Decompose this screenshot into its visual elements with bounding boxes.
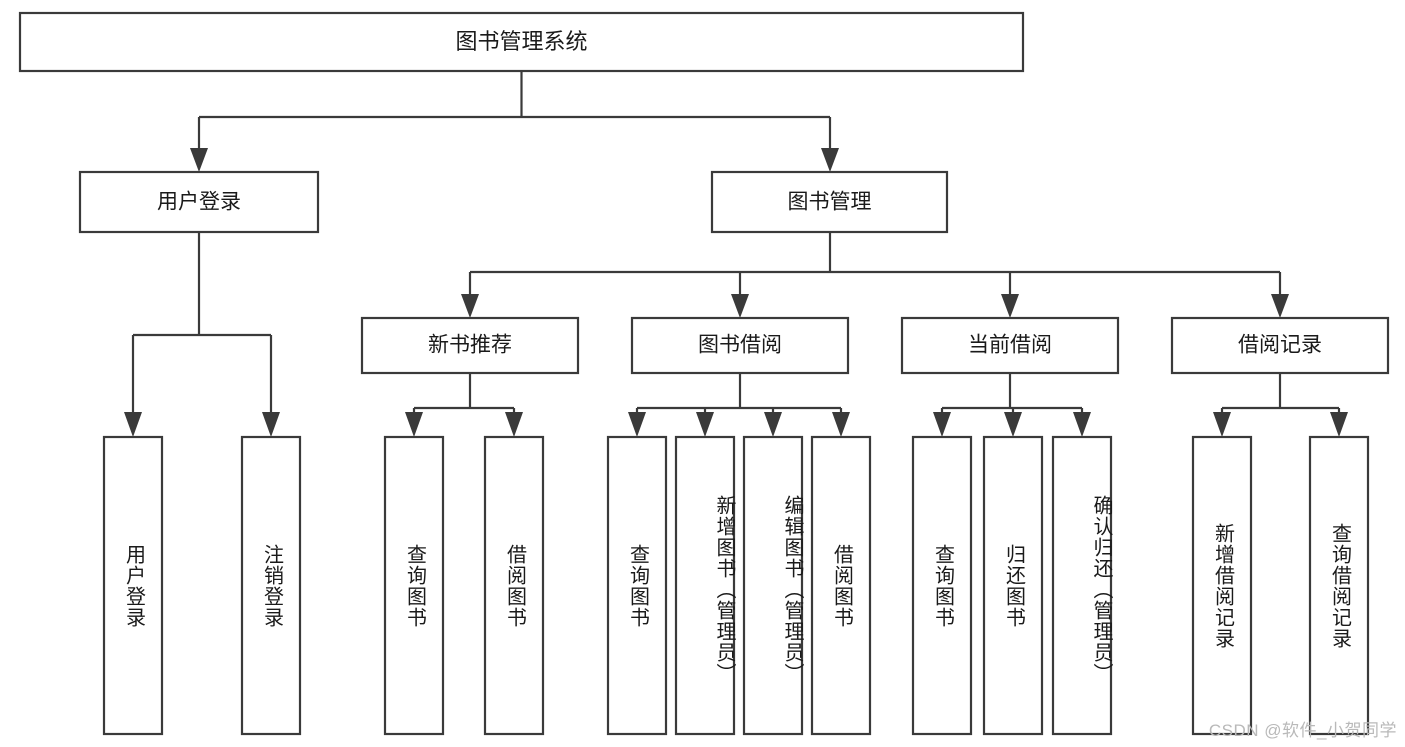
node-leaf-query-book-2[interactable]: [606, 435, 668, 736]
node-book-manage[interactable]: 图书管理: [710, 170, 949, 234]
connector-current-borrow-to-leaves: [940, 373, 1084, 416]
connector-new-book-recommend-to-leaves: [412, 373, 516, 416]
node-leaf-user-login[interactable]: [102, 435, 164, 736]
arrowhead-to-book-manage: [821, 148, 839, 172]
connector-borrow-record-to-leaves: [1220, 373, 1341, 416]
node-book-manage-label: 图书管理: [788, 191, 872, 214]
watermark-text: CSDN @软件_小贺同学: [1208, 721, 1397, 740]
connector-book-manage-to-level2: [468, 232, 1282, 298]
node-book-borrow-label: 图书借阅: [698, 334, 782, 357]
arrowhead-leaf-query-book-2: [628, 412, 646, 437]
node-user-login-label: 用户登录: [157, 191, 241, 214]
arrowhead-book-borrow: [731, 294, 749, 318]
node-leaf-query-book-1[interactable]: [383, 435, 445, 736]
node-leaf-query-book-3[interactable]: [911, 435, 973, 736]
arrowhead-leaf-return-book: [1004, 412, 1022, 437]
arrowhead-leaf-edit-book-admin: [764, 412, 782, 437]
arrowhead-leaf-user-login: [124, 412, 142, 437]
arrowhead-current-borrow: [1001, 294, 1019, 318]
node-leaf-add-book-admin[interactable]: [674, 435, 736, 736]
arrowhead-leaf-user-logout: [262, 412, 280, 437]
connector-user-login-to-leaves: [131, 232, 273, 415]
root-label: 图书管理系统: [455, 29, 587, 54]
arrowhead-leaf-query-borrow-record: [1330, 412, 1348, 437]
node-leaf-query-borrow-record[interactable]: [1308, 435, 1370, 736]
node-current-borrow[interactable]: 当前借阅: [900, 316, 1120, 375]
connector-book-borrow-to-leaves: [635, 373, 843, 416]
node-book-borrow[interactable]: 图书借阅: [630, 316, 850, 375]
arrowhead-new-book-recommend: [461, 294, 479, 318]
arrowhead-leaf-add-book-admin: [696, 412, 714, 437]
arrowhead-leaf-add-borrow-record: [1213, 412, 1231, 437]
node-leaf-borrow-book-2[interactable]: [810, 435, 872, 736]
arrowhead-leaf-confirm-return-admin: [1073, 412, 1091, 437]
node-root-book-management-system[interactable]: 图书管理系统: [18, 11, 1025, 73]
node-new-book-recommend[interactable]: 新书推荐: [360, 316, 580, 375]
arrowhead-leaf-query-book-3: [933, 412, 951, 437]
node-borrow-record-label: 借阅记录: [1238, 334, 1322, 357]
node-leaf-edit-book-admin[interactable]: [742, 435, 804, 736]
connector-root-to-level1: [197, 71, 832, 152]
node-leaf-return-book[interactable]: [982, 435, 1044, 736]
node-user-login[interactable]: 用户登录: [78, 170, 320, 234]
node-new-book-recommend-label: 新书推荐: [428, 334, 512, 357]
arrowhead-borrow-record: [1271, 294, 1289, 318]
node-borrow-record[interactable]: 借阅记录: [1170, 316, 1390, 375]
node-leaf-user-logout[interactable]: [240, 435, 302, 736]
arrowhead-leaf-borrow-book-1: [505, 412, 523, 437]
node-leaf-add-borrow-record[interactable]: [1191, 435, 1253, 736]
arrowhead-leaf-borrow-book-2: [832, 412, 850, 437]
arrowhead-leaf-query-book-1: [405, 412, 423, 437]
arrowhead-to-user-login: [190, 148, 208, 172]
node-leaf-confirm-return-admin[interactable]: [1051, 435, 1113, 736]
node-leaf-borrow-book-1[interactable]: [483, 435, 545, 736]
node-current-borrow-label: 当前借阅: [968, 334, 1052, 357]
